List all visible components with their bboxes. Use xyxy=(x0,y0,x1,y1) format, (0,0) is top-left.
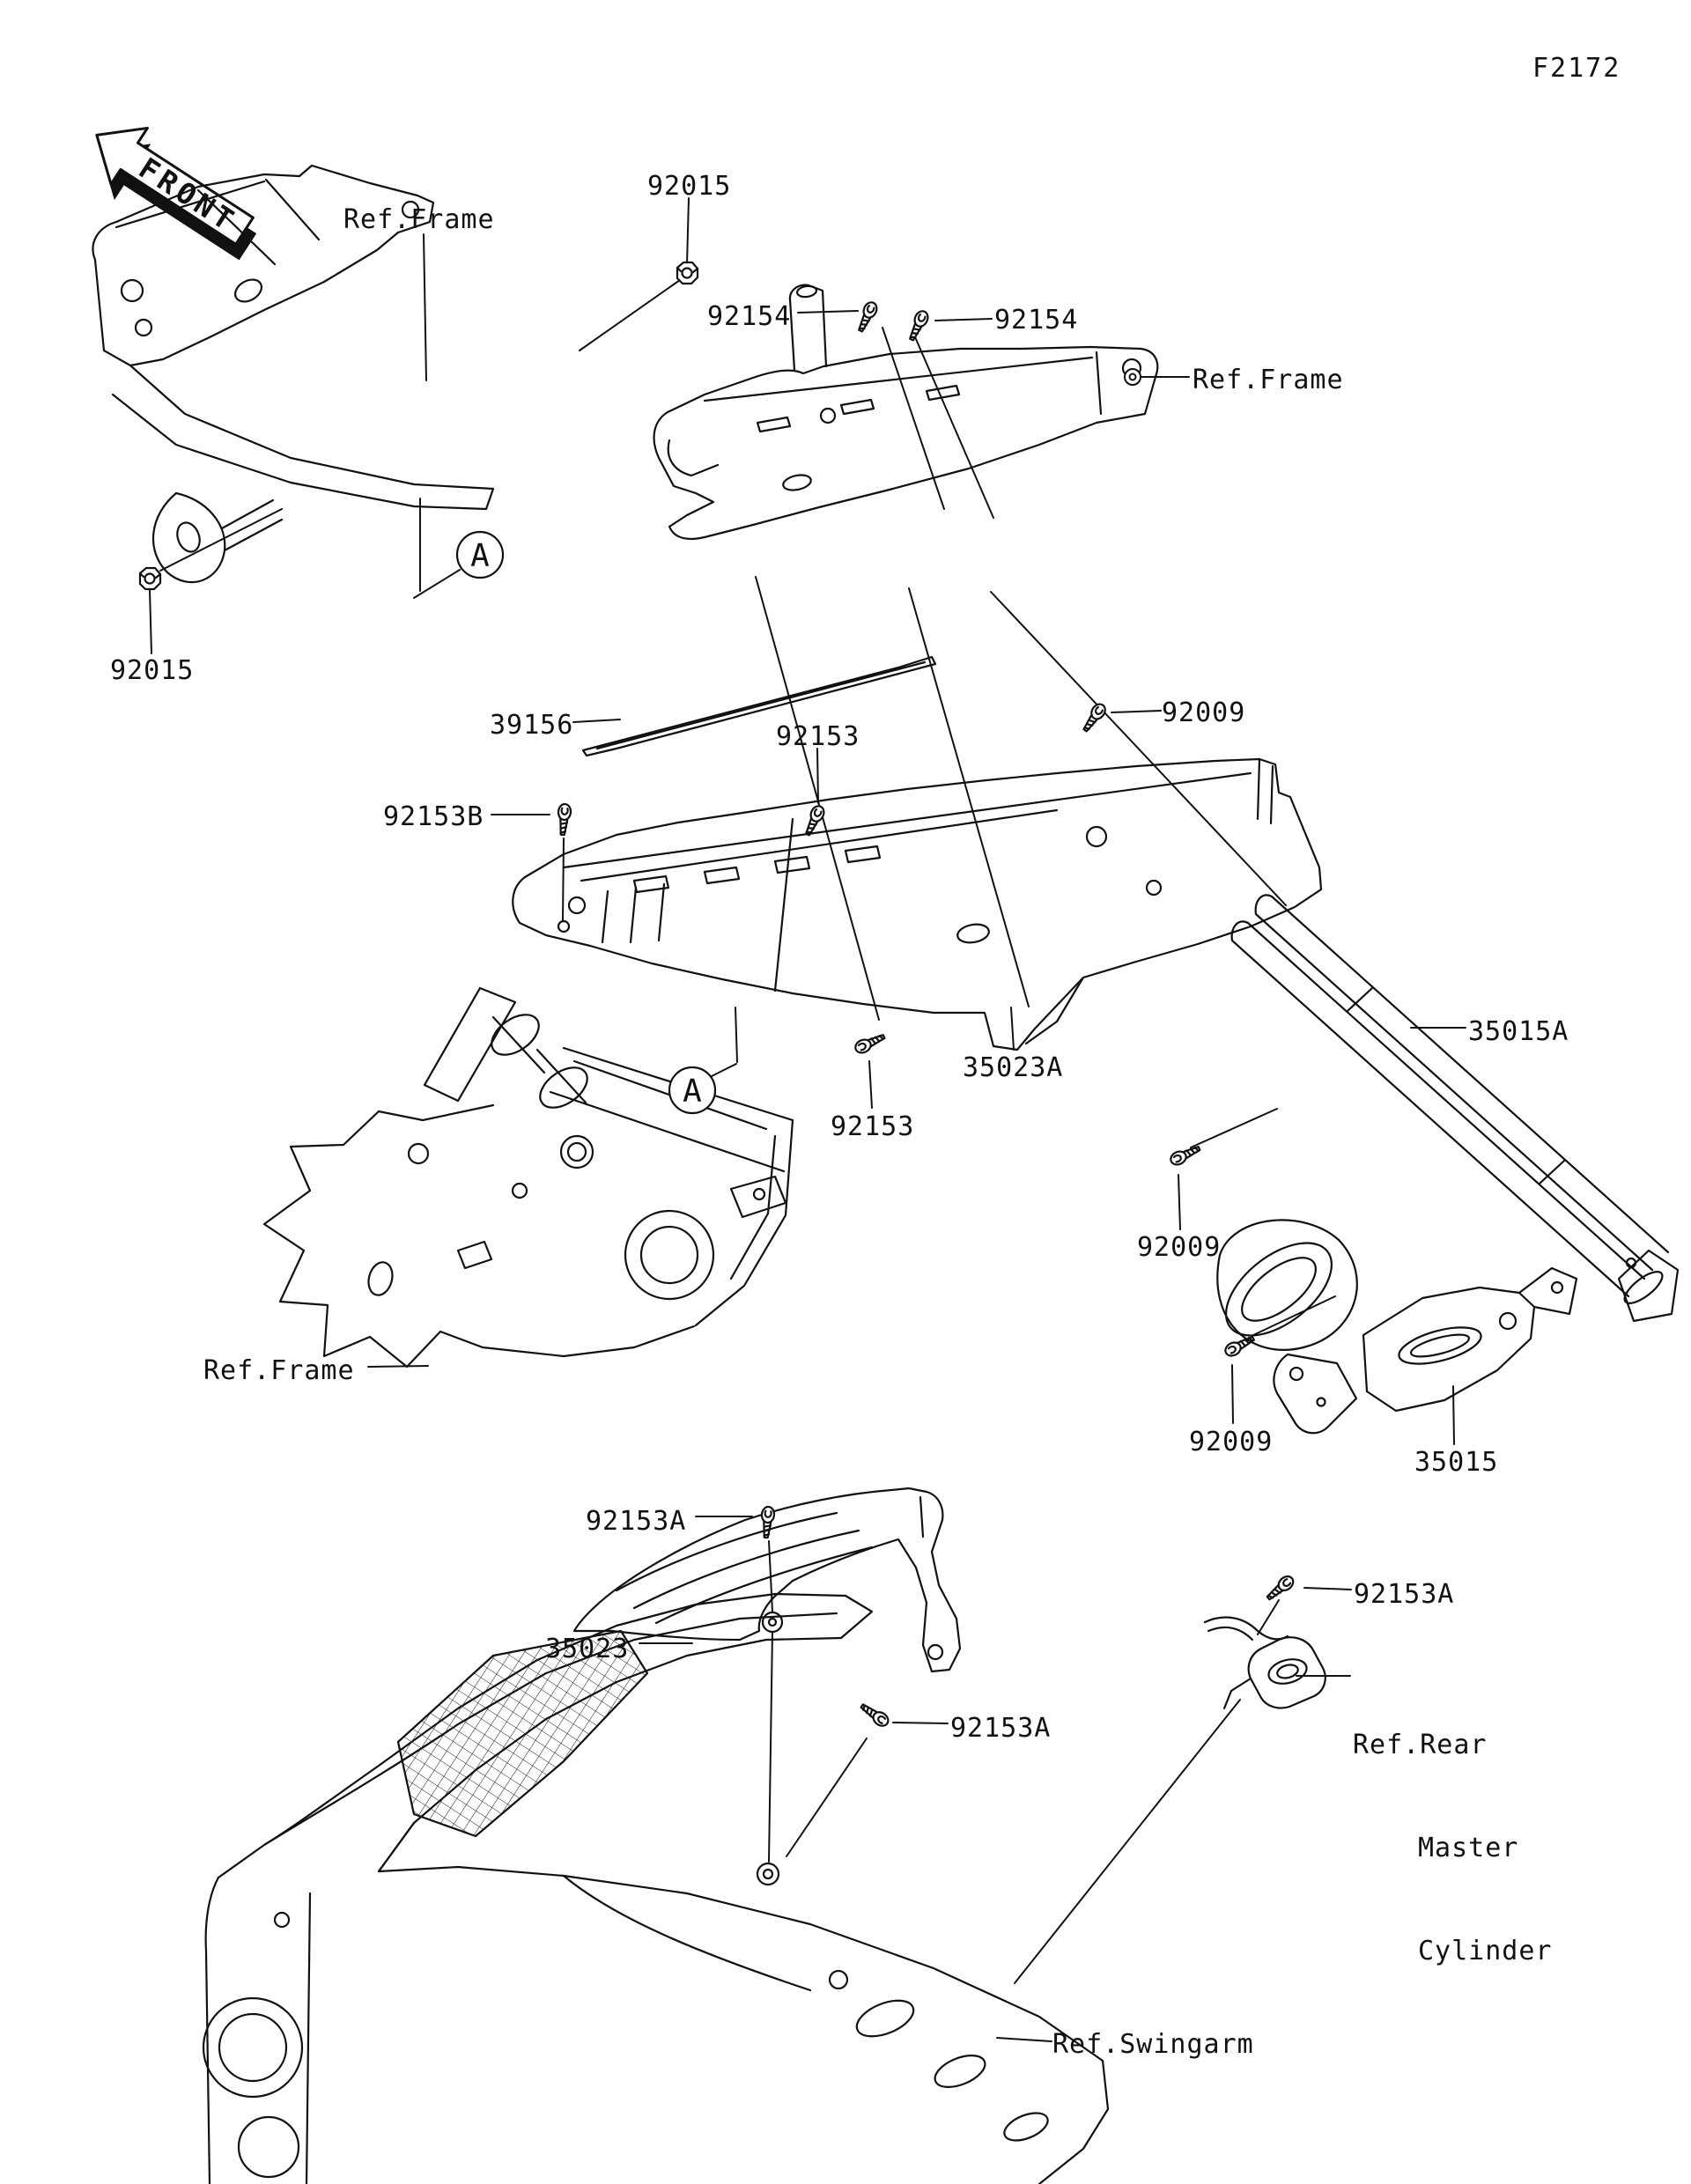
label-ref-rear-master-cylinder: Ref.Rear Master Cylinder xyxy=(1353,1659,1553,2003)
label-ref-rear-line: Ref.Rear xyxy=(1353,1730,1488,1760)
label-35015A: 35015A xyxy=(1468,1016,1569,1047)
label-ref-frame-top: Ref.Frame xyxy=(343,204,495,235)
nut-92015-top xyxy=(676,261,699,285)
detail-marker-a-top-text: A xyxy=(470,538,490,574)
detail-marker-a-bottom-text: A xyxy=(683,1074,702,1110)
part-frame-section xyxy=(262,986,794,1369)
part-subframe-left xyxy=(92,164,495,584)
screw-92009-middle xyxy=(1167,1141,1203,1169)
nut-92015-left xyxy=(138,566,162,591)
detail-marker-a-top xyxy=(455,530,505,579)
part-rear-fender-rear-35023A xyxy=(512,757,1323,1051)
label-92153A-top: 92153A xyxy=(586,1506,687,1537)
label-92009-lower: 92009 xyxy=(1189,1427,1274,1457)
part-stay-35015A xyxy=(1216,894,1680,1351)
part-swingarm xyxy=(202,1592,1110,2184)
detail-marker-a-bottom xyxy=(668,1066,717,1115)
label-92153A-bottom: 92153A xyxy=(950,1713,1052,1744)
label-92153-lower: 92153 xyxy=(831,1111,915,1142)
screw-92009-lower xyxy=(1222,1332,1258,1360)
label-ref-frame-left: Ref.Frame xyxy=(203,1355,355,1386)
label-92009-middle: 92009 xyxy=(1137,1232,1222,1263)
screw-92153A-top xyxy=(758,1505,776,1539)
part-subframe-right xyxy=(653,284,1159,541)
label-35015: 35015 xyxy=(1414,1447,1499,1478)
label-ref-frame-right: Ref.Frame xyxy=(1193,365,1344,395)
label-35023A: 35023A xyxy=(963,1052,1064,1083)
label-master-line: Master xyxy=(1418,1833,1519,1863)
label-92015-top: 92015 xyxy=(647,171,732,202)
part-rear-master-cylinder xyxy=(1203,1616,1326,1710)
screw-92153A-bottom xyxy=(857,1700,892,1730)
label-92015-left: 92015 xyxy=(110,655,195,686)
label-35023: 35023 xyxy=(545,1634,630,1664)
screw-92153B xyxy=(555,802,572,837)
screw-92009-upper xyxy=(1079,700,1109,735)
label-92153B: 92153B xyxy=(383,801,484,832)
label-92154-left: 92154 xyxy=(707,301,792,332)
page-code: F2172 xyxy=(1532,53,1621,84)
label-cylinder-line: Cylinder xyxy=(1418,1936,1553,1966)
leader-lines xyxy=(149,197,1466,2042)
screw-92154-left xyxy=(853,299,881,335)
part-bracket-35015 xyxy=(1273,1266,1578,1435)
screw-92153A-right xyxy=(1263,1572,1297,1605)
label-92009-upper: 92009 xyxy=(1162,697,1246,728)
label-92154-right: 92154 xyxy=(994,305,1079,336)
label-39156: 39156 xyxy=(490,710,574,741)
front-direction-arrow: FRONT xyxy=(95,126,257,261)
detail-markers: A A xyxy=(455,530,717,1115)
part-trim-39156 xyxy=(581,655,937,757)
screw-92153-lower xyxy=(852,1029,888,1057)
fasteners xyxy=(138,261,1297,1730)
screw-92154-right xyxy=(905,307,932,343)
label-ref-swingarm: Ref.Swingarm xyxy=(1052,2029,1254,2060)
label-92153-upper: 92153 xyxy=(776,721,860,752)
label-92153A-right: 92153A xyxy=(1354,1579,1455,1610)
